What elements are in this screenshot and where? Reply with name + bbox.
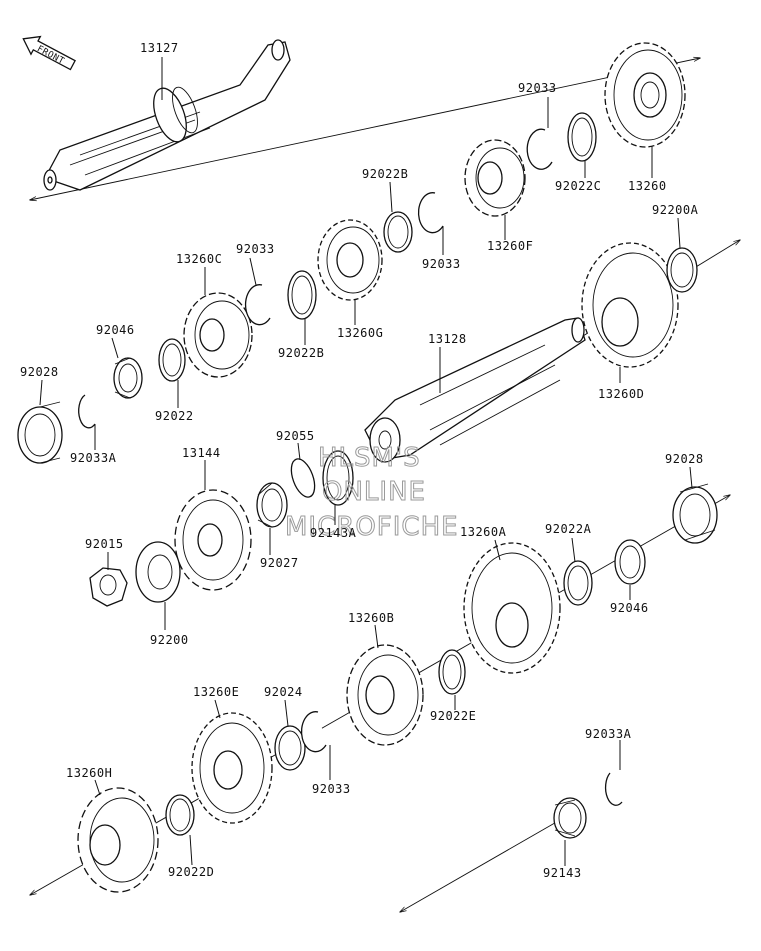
label-92200: 92200 [150, 633, 189, 647]
gear-13260 [604, 42, 686, 148]
label-92022B-mid: 92022B [278, 346, 324, 360]
label-92033A-left: 92033A [70, 451, 117, 465]
label-92200A: 92200A [652, 203, 699, 217]
label-92055: 92055 [276, 429, 315, 443]
label-13127: 13127 [140, 41, 179, 55]
label-92033-low: 92033 [312, 782, 351, 796]
label-92143: 92143 [543, 866, 582, 880]
rings-and-washers [17, 112, 718, 839]
label-92028-left: 92028 [20, 365, 59, 379]
label-13260E: 13260E [193, 685, 239, 699]
label-92028-right: 92028 [665, 452, 704, 466]
label-92033-mid2: 92033 [236, 242, 275, 256]
label-92027: 92027 [260, 556, 299, 570]
label-92024: 92024 [264, 685, 303, 699]
label-92022E: 92022E [430, 709, 476, 723]
label-13144: 13144 [182, 446, 221, 460]
watermark-line2: ONLINE [322, 477, 426, 507]
shaft-13127 [43, 39, 291, 191]
label-13260A: 13260A [460, 525, 507, 539]
gear-13260E [191, 712, 273, 824]
label-92022D: 92022D [168, 865, 214, 879]
gear-13260C [183, 292, 253, 378]
leader-lines [39, 57, 693, 866]
label-13260: 13260 [628, 179, 667, 193]
gear-13260D [581, 242, 679, 368]
label-13260B: 13260B [348, 611, 394, 625]
label-13260G: 13260G [337, 326, 383, 340]
label-92143A: 92143A [310, 526, 357, 540]
label-92046-right: 92046 [610, 601, 649, 615]
front-arrow-icon: FRONT [22, 35, 76, 71]
gear-13260A [463, 542, 561, 674]
label-13260C: 13260C [176, 252, 222, 266]
label-92022C: 92022C [555, 179, 601, 193]
label-92022: 92022 [155, 409, 194, 423]
gear-13260H [77, 787, 159, 893]
label-92022A: 92022A [545, 522, 592, 536]
label-13128: 13128 [428, 332, 467, 346]
label-92022B-top: 92022B [362, 167, 408, 181]
part-labels: 13127 92033 92022C 13260 92022B 92033 13… [20, 41, 704, 880]
label-13260D: 13260D [598, 387, 644, 401]
label-92046-left: 92046 [96, 323, 135, 337]
watermark: HLSM'S ONLINE MICROFICHE [285, 443, 459, 543]
gear-13260F [464, 139, 526, 217]
label-92033-top: 92033 [518, 81, 557, 95]
gear-13260G [317, 219, 383, 301]
label-13260H: 13260H [66, 766, 112, 780]
gear-13260B [346, 644, 424, 746]
shaft-13128 [364, 317, 586, 463]
watermark-line3: MICROFICHE [285, 512, 459, 542]
watermark-line1: HLSM'S [318, 443, 421, 473]
label-92033A-right: 92033A [585, 727, 632, 741]
sprocket-13144 [174, 489, 252, 591]
label-13260F: 13260F [487, 239, 533, 253]
label-92033-mid1: 92033 [422, 257, 461, 271]
label-92015: 92015 [85, 537, 124, 551]
